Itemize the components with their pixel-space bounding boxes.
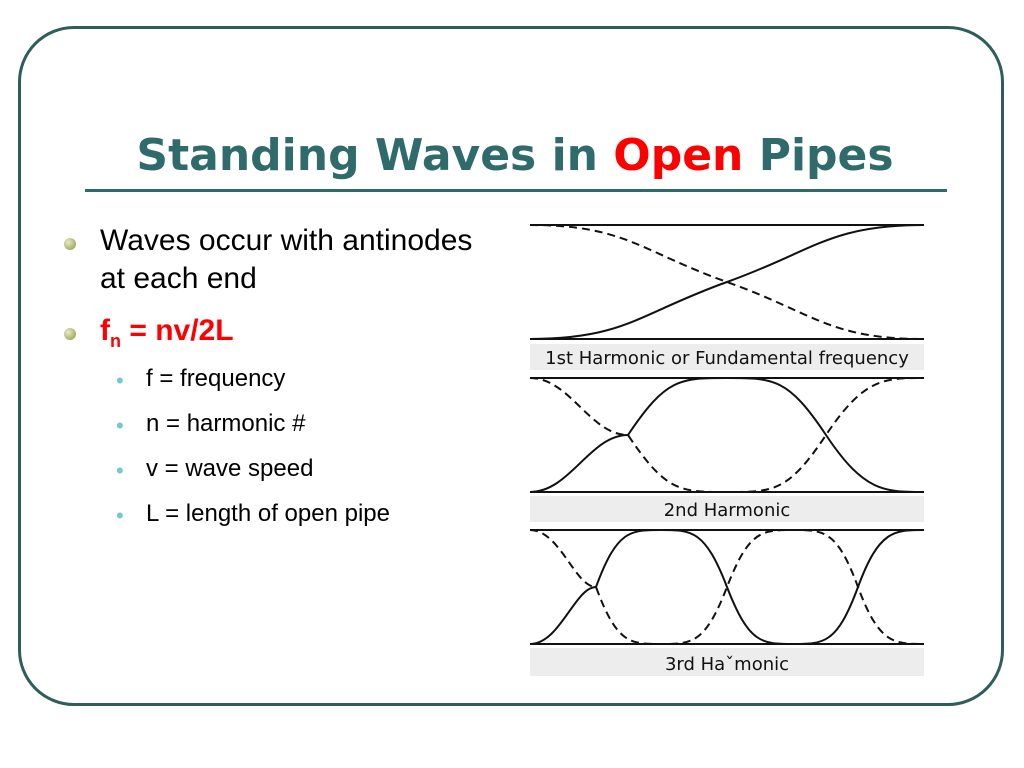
title-part-1: Standing Waves in xyxy=(136,130,614,181)
harmonics-svg: 1st Harmonic or Fundamental frequency 2n… xyxy=(530,224,924,676)
slide-frame xyxy=(18,26,1004,706)
sub-bullet-dot-icon: • xyxy=(116,503,124,528)
bullet-antinodes-text: Waves occur with antinodes at each end xyxy=(100,224,473,295)
solid-wave xyxy=(530,376,924,493)
sub-bullet-speed: • v = wave speed xyxy=(62,454,502,484)
slide-title: Standing Waves in Open Pipes xyxy=(85,128,945,184)
bullet-dot-icon xyxy=(64,238,76,250)
label-fundamental: 1st Harmonic or Fundamental frequency xyxy=(545,348,909,369)
solid-wave xyxy=(530,224,924,340)
label-third-harmonic: 3rd Haˇmonic xyxy=(665,654,789,675)
formula-f: f xyxy=(100,314,110,347)
sub-bullet-frequency: • f = frequency xyxy=(62,364,502,394)
sub-bullet-dot-icon: • xyxy=(116,413,124,438)
label-band xyxy=(530,648,924,676)
sub-bullet-dot-icon: • xyxy=(116,458,124,483)
bullet-dot-icon xyxy=(64,328,76,340)
sub-bullet-text: L = length of open pipe xyxy=(146,500,390,527)
title-rule xyxy=(85,189,947,192)
panel-third-harmonic: 3rd Haˇmonic xyxy=(530,528,924,676)
solid-wave xyxy=(530,528,924,646)
sub-bullet-dot-icon: • xyxy=(116,368,124,393)
sub-bullet-length: • L = length of open pipe xyxy=(62,499,502,529)
title-part-2: Pipes xyxy=(743,130,894,181)
formula-subscript: n xyxy=(110,331,121,351)
dashed-wave xyxy=(530,224,924,340)
label-band xyxy=(530,496,924,522)
sub-bullet-text: f = frequency xyxy=(146,365,286,392)
sub-bullet-harmonic: • n = harmonic # xyxy=(62,409,502,439)
bullet-antinodes: Waves occur with antinodes at each end xyxy=(62,222,502,298)
sub-bullet-text: v = wave speed xyxy=(146,455,314,482)
formula-rest: = nv/2L xyxy=(121,314,234,347)
title-accent: Open xyxy=(613,130,744,181)
sub-bullet-text: n = harmonic # xyxy=(146,410,306,437)
bullet-formula: fn = nv/2L xyxy=(62,312,502,360)
label-second-harmonic: 2nd Harmonic xyxy=(664,500,791,521)
panel-fundamental: 1st Harmonic or Fundamental frequency xyxy=(530,224,924,370)
dashed-wave xyxy=(530,528,924,646)
dashed-wave xyxy=(530,377,924,494)
bullet-list: Waves occur with antinodes at each end f… xyxy=(62,222,502,544)
label-band xyxy=(530,344,924,370)
panel-second-harmonic: 2nd Harmonic xyxy=(530,376,924,522)
harmonics-diagram: 1st Harmonic or Fundamental frequency 2n… xyxy=(530,218,924,680)
